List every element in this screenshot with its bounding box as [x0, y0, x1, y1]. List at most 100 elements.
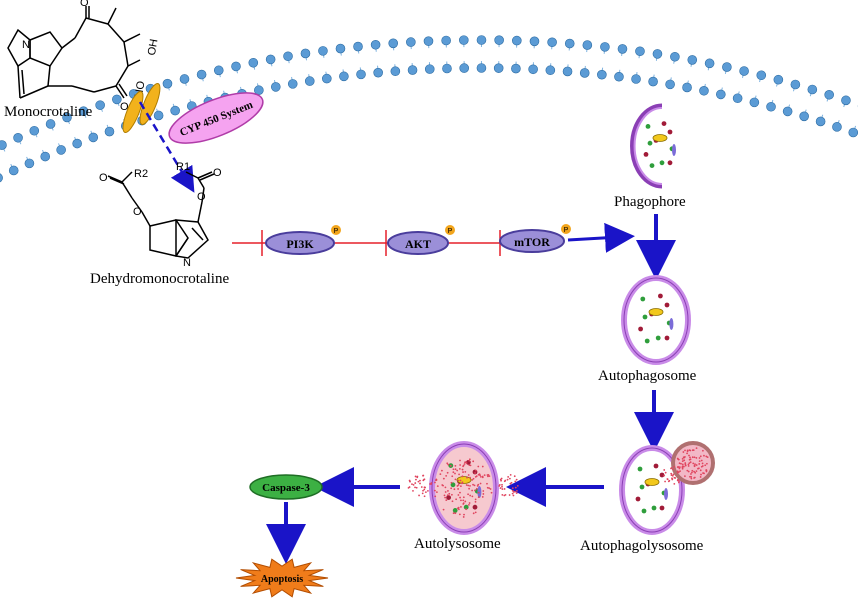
enzyme-speck — [472, 460, 475, 463]
enzyme-speck — [699, 476, 702, 478]
enzyme-speck — [452, 471, 455, 474]
enzyme-speck — [695, 470, 698, 473]
enzyme-speck — [514, 480, 517, 483]
lipid-head — [562, 66, 573, 77]
lipid-head — [322, 73, 332, 84]
enzyme-speck — [474, 489, 476, 492]
enzyme-speck — [456, 469, 459, 472]
enzyme-speck — [452, 468, 455, 471]
enzyme-speck — [477, 491, 480, 494]
enzyme-speck — [507, 476, 510, 478]
enzyme-speck — [501, 485, 503, 488]
lipid-head — [564, 38, 575, 49]
lysosome-enzymes — [663, 447, 709, 485]
enzyme-speck — [457, 494, 460, 496]
organelle-fragment — [477, 486, 482, 498]
enzyme-speck — [501, 483, 503, 486]
enzyme-speck — [411, 483, 413, 485]
mitochondrion — [644, 478, 660, 486]
enzyme-speck — [486, 474, 489, 476]
enzyme-speck — [684, 475, 686, 478]
mtor-to-phagophore-arrow — [567, 222, 635, 253]
enzyme-speck — [418, 494, 420, 497]
enzyme-speck — [511, 487, 514, 490]
enzyme-speck — [486, 486, 489, 489]
lipid-head — [95, 100, 105, 110]
lipid-head — [687, 55, 698, 65]
autophagosome-label: Autophagosome — [598, 368, 697, 384]
lipid-head — [682, 82, 692, 93]
lipid-head — [390, 66, 401, 77]
apoptosis-label: Apoptosis — [261, 574, 303, 585]
enzyme-speck — [442, 508, 445, 511]
cargo-particle — [640, 296, 646, 302]
enzyme-speck — [464, 470, 467, 473]
cargo-particle — [649, 163, 655, 169]
enzyme-speck — [667, 480, 670, 483]
enzyme-speck — [499, 487, 502, 489]
enzyme-speck — [471, 478, 474, 481]
lipid-head — [265, 54, 276, 65]
lipid-head — [782, 106, 793, 117]
enzyme-speck — [482, 493, 485, 495]
cargo-particle — [661, 121, 667, 126]
enzyme-speck — [700, 465, 703, 468]
enzyme-speck — [444, 496, 447, 499]
cargo-particle — [446, 495, 451, 500]
enzyme-speck — [447, 490, 449, 492]
enzyme-speck — [459, 485, 462, 488]
lipid-head — [614, 71, 624, 82]
lipid-head — [716, 89, 726, 100]
enzyme-speck — [476, 485, 479, 487]
enzyme-speck — [465, 508, 468, 511]
lipid-head — [848, 127, 858, 138]
enzyme-speck — [464, 461, 467, 464]
pi3k-phospho — [331, 225, 341, 235]
phagophore — [630, 103, 676, 189]
lipid-head — [493, 63, 504, 73]
enzyme-speck — [666, 478, 669, 481]
enzyme-speck — [689, 449, 692, 452]
cargo-particle — [659, 472, 665, 478]
enzyme-speck — [439, 473, 442, 475]
cargo-particle — [637, 466, 643, 472]
organelle-fragment — [664, 488, 668, 500]
lipid-head — [459, 63, 470, 73]
cargo-particle — [655, 335, 661, 341]
enzyme-speck — [480, 475, 482, 478]
cargo-particle — [452, 508, 458, 513]
lipid-head — [722, 62, 732, 72]
enzyme-speck — [488, 487, 491, 490]
enzyme-speck — [508, 477, 511, 480]
lipid-head — [406, 37, 416, 47]
enzyme-speck — [466, 476, 468, 479]
enzyme-speck — [467, 484, 470, 487]
lipid-head — [72, 138, 82, 149]
enzyme-speck — [471, 495, 474, 498]
enzyme-speck — [690, 477, 693, 480]
enzyme-speck — [449, 464, 452, 467]
enzyme-speck — [690, 473, 692, 475]
enzyme-speck — [678, 462, 681, 465]
enzyme-speck — [434, 481, 436, 484]
cargo-particle — [659, 160, 665, 166]
enzyme-speck — [420, 486, 423, 488]
lipid-head — [153, 110, 164, 121]
enzyme-speck — [414, 475, 417, 478]
enzyme-speck — [457, 506, 460, 509]
enzyme-speck — [698, 463, 701, 465]
lipid-head — [442, 63, 452, 74]
enzyme-speck — [514, 490, 516, 493]
enzyme-speck — [682, 456, 685, 459]
enzyme-speck — [460, 506, 462, 508]
dehydromonocrotaline-structure — [107, 171, 215, 259]
enzyme-speck — [705, 469, 708, 471]
enzyme-speck — [474, 498, 477, 501]
lipid-head — [617, 44, 628, 54]
lipid-head — [104, 126, 115, 137]
enzyme-speck — [450, 487, 453, 490]
enzyme-speck — [477, 496, 480, 499]
enzyme-speck — [489, 488, 492, 490]
cargo-particle — [644, 338, 650, 344]
cargo-particle — [463, 504, 469, 510]
